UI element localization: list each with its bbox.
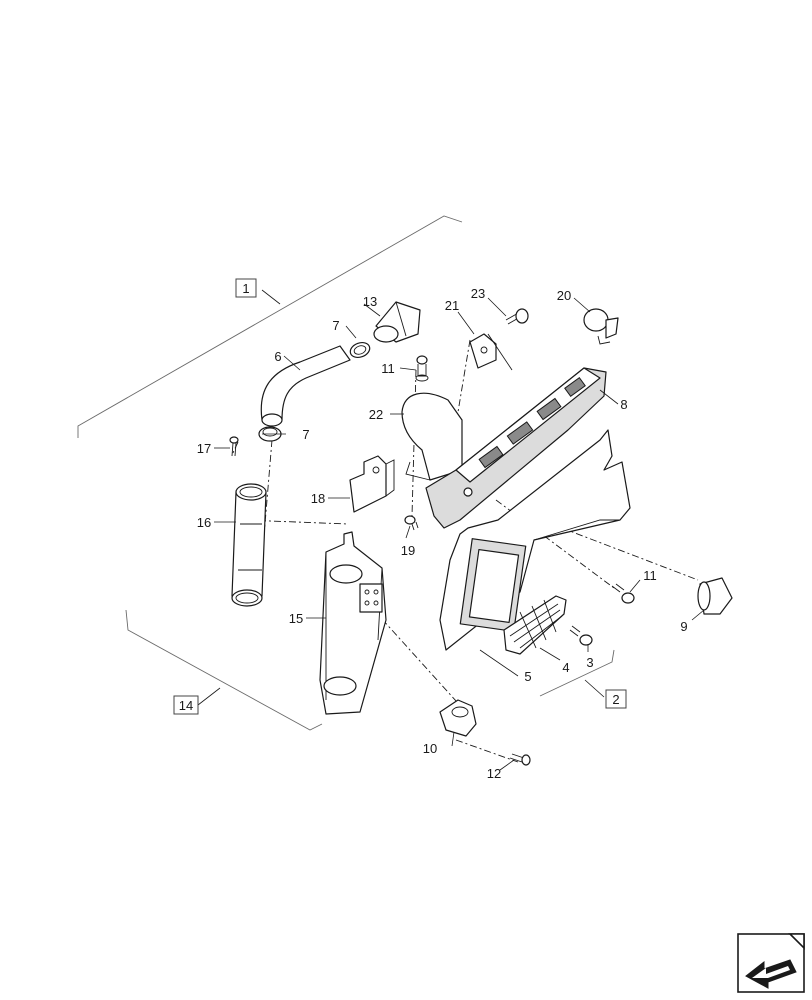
part-4-mesh-grille [503, 595, 567, 655]
part-9-end-cap [697, 577, 733, 615]
arrow-left-icon [745, 959, 797, 989]
callout-19[interactable]: 19 [401, 543, 415, 558]
leader-lines [214, 297, 705, 771]
group-bracket-1 [77, 215, 463, 438]
callout-label: 1 [242, 281, 249, 296]
part-10-outlet-nozzle [439, 699, 477, 737]
callout-8[interactable]: 8 [620, 397, 627, 412]
part-18-bracket [349, 455, 395, 513]
previous-page-button[interactable] [737, 933, 805, 993]
callout-21[interactable]: 21 [445, 298, 459, 313]
callout-17[interactable]: 17 [197, 441, 211, 456]
group-bracket-14 [125, 609, 323, 731]
callout-1[interactable]: 1 [235, 278, 257, 298]
part-13-duct-adapter [373, 301, 421, 343]
part-11-screw-lower [611, 583, 635, 604]
callout-14[interactable]: 14 [173, 695, 199, 715]
callout-6[interactable]: 6 [274, 349, 281, 364]
callout-16[interactable]: 16 [197, 515, 211, 530]
part-6-bent-hose [260, 345, 351, 427]
callout-10[interactable]: 10 [423, 741, 437, 756]
callout-20[interactable]: 20 [557, 288, 571, 303]
part-16-air-tube [231, 483, 267, 607]
callout-label: 2 [612, 692, 619, 707]
callout-5[interactable]: 5 [524, 669, 531, 684]
part-12-screw [509, 753, 531, 766]
part-7-hose-clamp-upper [349, 341, 371, 359]
part-19-screw [404, 515, 419, 531]
callout-18[interactable]: 18 [311, 491, 325, 506]
part-15-air-distribution-housing [319, 531, 387, 715]
callout-22[interactable]: 22 [369, 407, 383, 422]
part-21-bracket-clip [469, 333, 513, 371]
group-bracket-2 [539, 649, 615, 698]
callout-13[interactable]: 13 [363, 294, 377, 309]
callout-11-lower[interactable]: 11 [643, 568, 657, 583]
callout-2[interactable]: 2 [605, 689, 627, 709]
part-20-sensor [583, 308, 619, 345]
callout-9[interactable]: 9 [680, 619, 687, 634]
callout-23[interactable]: 23 [471, 286, 485, 301]
part-5-side-trim-panel [439, 429, 631, 651]
callout-11-upper[interactable]: 11 [381, 361, 395, 376]
part-11-screw-upper [415, 355, 429, 382]
callout-7-lower[interactable]: 7 [302, 427, 309, 442]
part-8-upper-vent-panel [425, 367, 607, 529]
callout-7-upper[interactable]: 7 [332, 318, 339, 333]
part-23-screw [505, 308, 529, 325]
callout-12[interactable]: 12 [487, 766, 501, 781]
part-3-screw [569, 625, 593, 646]
callout-label: 14 [179, 698, 193, 713]
callout-3[interactable]: 3 [586, 655, 593, 670]
callout-15[interactable]: 15 [289, 611, 303, 626]
part-17-screw [229, 436, 239, 457]
callout-4[interactable]: 4 [562, 660, 569, 675]
part-22-air-vent-elbow [401, 392, 463, 481]
